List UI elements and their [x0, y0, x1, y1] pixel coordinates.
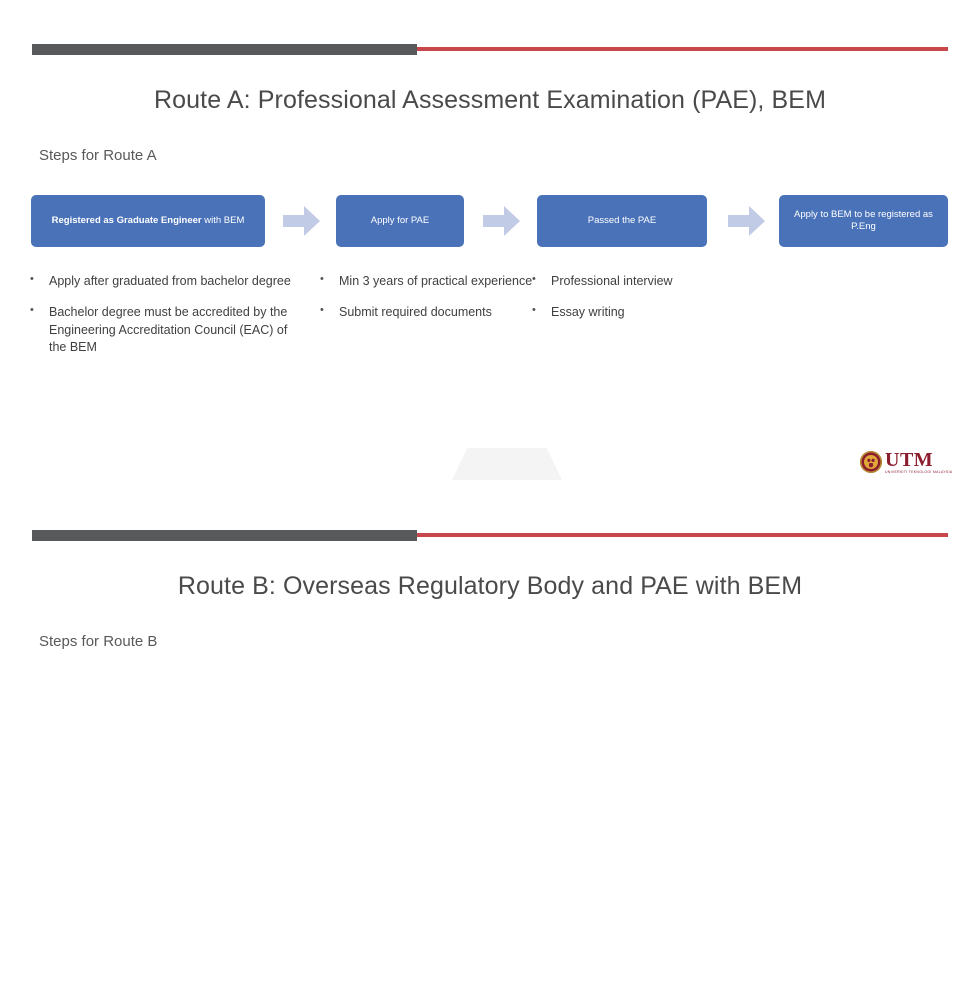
- process-box-regular: with BEM: [201, 215, 245, 227]
- bullet-column: Apply after graduated from bachelor degr…: [28, 272, 298, 370]
- header-bar-gray: [32, 44, 417, 55]
- process-box-bold: Registered as Graduate Engineer: [51, 215, 202, 227]
- utm-subtitle: UNIVERSITI TEKNOLOGI MALAYSIA: [885, 470, 953, 474]
- arrow-right-icon: [728, 206, 765, 236]
- utm-wordmark: UTM UNIVERSITI TEKNOLOGI MALAYSIA: [885, 450, 953, 474]
- page-title-b: Route B: Overseas Regulatory Body and PA…: [177, 572, 803, 600]
- slide-route-b: Route B: Overseas Regulatory Body and PA…: [0, 500, 980, 986]
- steps-label-b: Steps for Route B: [39, 633, 158, 650]
- process-box-regular: Passed the PAE: [587, 215, 657, 227]
- bullet-column: Professional interviewEssay writing: [530, 272, 780, 336]
- process-box[interactable]: Apply for PAE: [336, 195, 464, 247]
- utm-tiger-emblem-icon: [860, 451, 882, 474]
- header-rule-b: [32, 530, 948, 541]
- bullet-list: Professional interviewEssay writing: [530, 272, 780, 322]
- arrow-right-icon: [283, 206, 320, 236]
- slide-route-a: Route A: Professional Assessment Examina…: [0, 14, 980, 500]
- bullet-list: Apply after graduated from bachelor degr…: [28, 272, 298, 356]
- bullet-item: Professional interview: [530, 272, 780, 290]
- arrow-right-icon: [483, 206, 520, 236]
- bullet-item: Essay writing: [530, 303, 780, 321]
- header-bar-red: [417, 47, 948, 51]
- steps-label-a: Steps for Route A: [39, 147, 157, 164]
- header-rule-a: [32, 44, 948, 55]
- page-title-a: Route A: Professional Assessment Examina…: [154, 86, 826, 114]
- footer-decoration-shape: [452, 448, 562, 480]
- header-bar-red: [417, 533, 948, 537]
- bullet-item: Min 3 years of practical experience: [318, 272, 548, 290]
- bullet-item: Bachelor degree must be accredited by th…: [28, 303, 298, 356]
- process-box[interactable]: Passed the PAE: [537, 195, 707, 247]
- process-box[interactable]: Apply to BEM to be registered as P.Eng: [779, 195, 948, 247]
- utm-logo: UTM UNIVERSITI TEKNOLOGI MALAYSIA: [860, 450, 953, 474]
- bullet-item: Apply after graduated from bachelor degr…: [28, 272, 298, 290]
- bullet-item: Submit required documents: [318, 303, 548, 321]
- process-box-regular: Apply for PAE: [370, 215, 430, 227]
- process-flow-a: Registered as Graduate Engineer with BEM…: [0, 195, 980, 257]
- process-box-regular: Apply to BEM to be registered as P.Eng: [794, 209, 933, 232]
- utm-letters: UTM: [885, 449, 934, 471]
- process-box[interactable]: Registered as Graduate Engineer with BEM: [31, 195, 265, 247]
- bullet-column: Min 3 years of practical experienceSubmi…: [318, 272, 548, 336]
- header-bar-gray: [32, 530, 417, 541]
- bullet-list: Min 3 years of practical experienceSubmi…: [318, 272, 548, 322]
